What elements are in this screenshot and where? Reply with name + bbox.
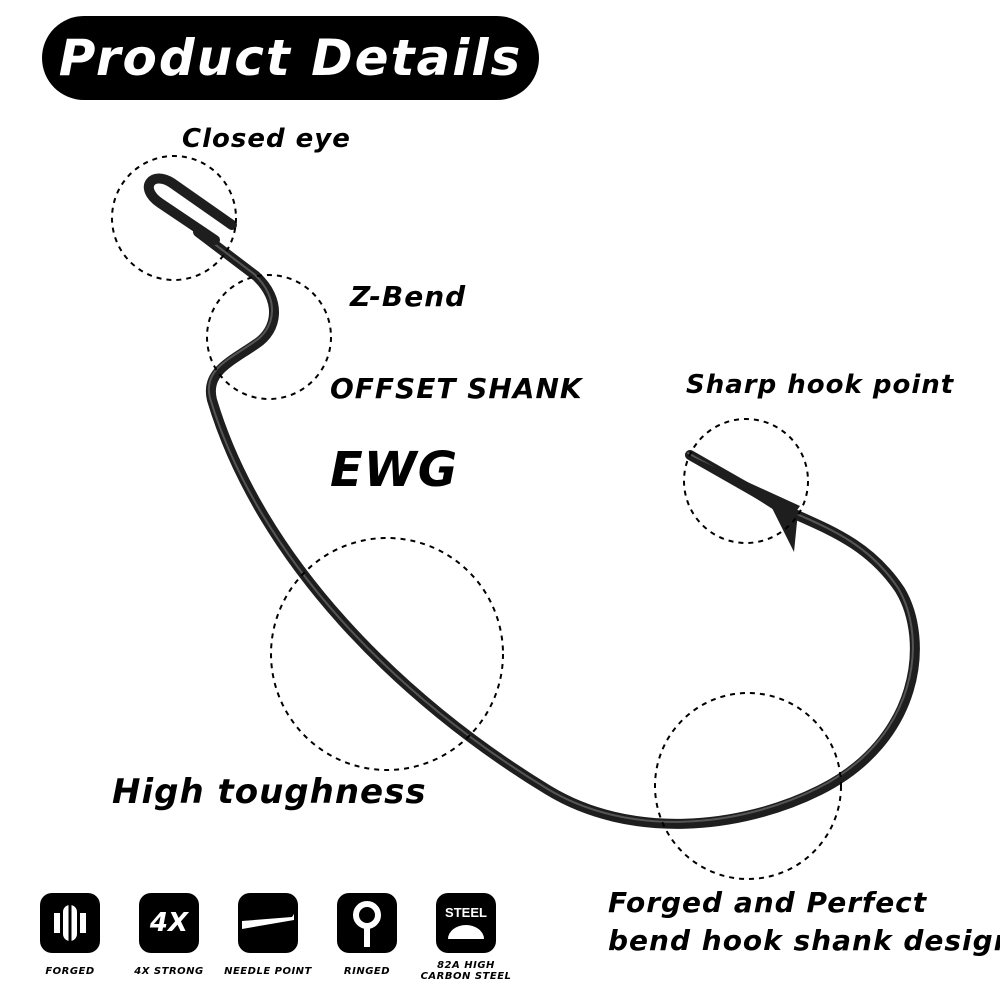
caption-4x-strong: 4X STRONG — [134, 966, 204, 977]
hook-shank — [193, 227, 920, 829]
label-forged-line1: Forged and Perfect — [608, 886, 928, 919]
steel-badge: STEEL — [436, 893, 496, 953]
label-z-bend: Z-Bend — [350, 280, 467, 313]
strength-icon: 4X — [149, 908, 189, 938]
page-title: Product Details — [58, 29, 523, 87]
steel-glyph: STEEL — [445, 905, 487, 920]
caption-steel-line1: 82A HIGH — [437, 960, 495, 971]
caption-forged: FORGED — [45, 966, 95, 977]
forged-badge — [40, 893, 100, 953]
label-ewg: EWG — [330, 442, 459, 498]
needle-point-icon — [242, 914, 294, 929]
label-high-toughness: High toughness — [112, 772, 427, 812]
caption-ringed: RINGED — [343, 966, 391, 977]
strong-badge: 4X — [139, 893, 199, 953]
callout-circle-zbend — [206, 274, 332, 400]
forged-icon — [54, 905, 86, 941]
title-banner: Product Details — [42, 16, 539, 100]
hook-barb — [772, 508, 798, 552]
label-forged-line2: bend hook shank design — [608, 924, 1000, 957]
callout-circle-toughness — [270, 537, 504, 771]
steel-icon: STEEL — [445, 905, 487, 939]
callout-circle-point — [683, 418, 809, 544]
callout-circle-eye — [111, 155, 237, 281]
needle-badge — [238, 893, 298, 953]
label-closed-eye: Closed eye — [182, 124, 351, 154]
label-sharp-point: Sharp hook point — [686, 370, 955, 400]
caption-needle-point: NEEDLE POINT — [224, 966, 312, 977]
hook-point — [684, 453, 800, 520]
caption-steel-line2: CARBON STEEL — [420, 971, 512, 982]
label-offset-shank: OFFSET SHANK — [330, 372, 583, 405]
hook-eye — [143, 173, 237, 245]
ring-icon — [353, 901, 381, 947]
ringed-badge — [337, 893, 397, 953]
callout-circle-bend — [654, 692, 842, 880]
